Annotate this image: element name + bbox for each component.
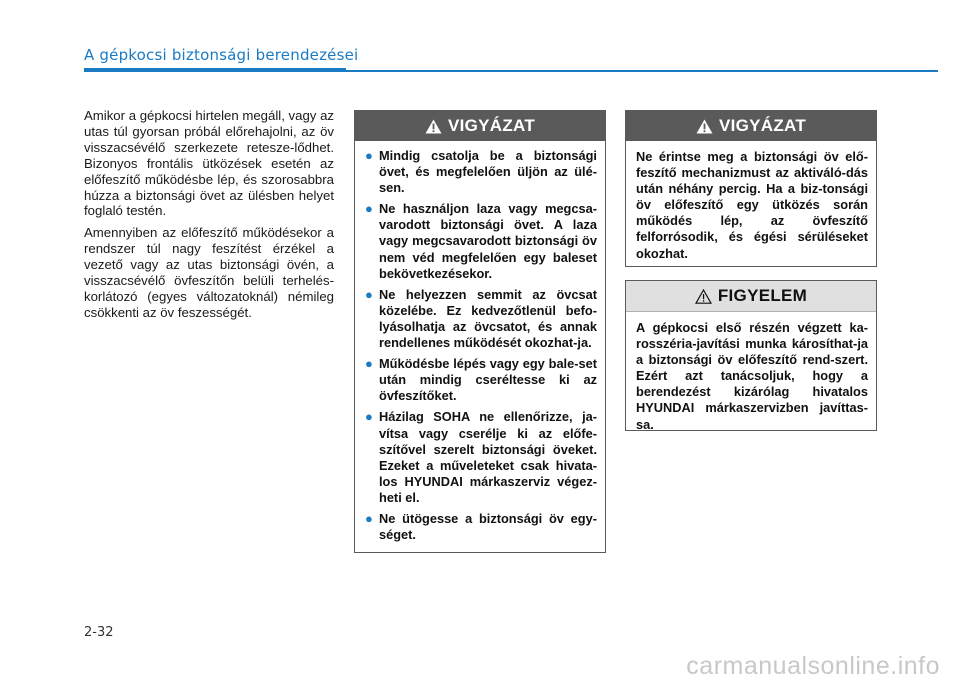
warning-item: ● Ne használjon laza vagy megcsa-varodott… [365,201,597,281]
watermark: carmanualsonline.info [686,652,940,680]
bullet-icon: ● [365,409,373,425]
warning-item: ● Házilag SOHA ne ellenőrizze, ja-vítsa v… [365,409,597,506]
notice-title: FIGYELEM [717,286,808,305]
warning-item: ● Mindig csatolja be a biztonsági övet, é… [365,148,597,196]
body-paragraph-1: Amikor a gépkocsi hirtelen megáll, vagy … [84,108,334,219]
title-rule-thin [346,70,938,72]
warning-item: ● Ne ütögesse a biztonsági öv egy-séget. [365,511,597,543]
notice-header: FIGYELEM [626,281,876,312]
warning-body-right: Ne érintse meg a biztonsági öv elő-feszí… [626,141,876,266]
warning-item-text: Ne ütögesse a biztonsági öv egy-séget. [379,510,597,543]
caution-outline-triangle-icon [694,288,712,304]
warning-item-text: Házilag SOHA ne ellenőrizze, ja-vítsa va… [379,409,597,505]
notice-text: A gépkocsi első részén végzett ka-rosszé… [636,320,868,432]
page-number: 2-32 [84,625,114,640]
warning-body-left: ● Mindig csatolja be a biztonsági övet, é… [355,141,605,552]
warning-list: ● Mindig csatolja be a biztonsági övet, é… [365,148,597,543]
bullet-icon: ● [365,286,373,302]
warning-item: ● Működésbe lépés vagy egy bale-set után … [365,356,597,404]
warning-header-right: VIGYÁZAT [626,111,876,141]
warning-header-left: VIGYÁZAT [355,111,605,141]
notice-body: A gépkocsi első részén végzett ka-rosszé… [626,312,876,437]
notice-box-right: FIGYELEM A gépkocsi első részén végzett … [625,280,877,432]
warning-item-text: Működésbe lépés vagy egy bale-set után m… [379,356,597,404]
warning-item: ● Ne helyezzen semmit az övcsat közelébe.… [365,287,597,351]
body-text: Amikor a gépkocsi hirtelen megáll, vagy … [84,108,334,327]
warning-title-right: VIGYÁZAT [718,116,807,135]
warning-item-text: Mindig csatolja be a biztonsági övet, és… [379,148,597,196]
warning-text-right: Ne érintse meg a biztonsági öv elő-feszí… [636,149,868,261]
warning-triangle-icon [425,119,442,134]
warning-title-left: VIGYÁZAT [447,116,536,135]
section-title: A gépkocsi biztonsági berendezései [84,46,359,64]
bullet-icon: ● [365,201,373,217]
warning-item-text: Ne használjon laza vagy megcsa-varodott … [379,201,597,281]
warning-box-right: VIGYÁZAT Ne érintse meg a biztonsági öv … [625,110,877,267]
warning-box-left: VIGYÁZAT ● Mindig csatolja be a biztonság… [354,110,606,553]
warning-item-text: Ne helyezzen semmit az övcsat közelébe. … [379,286,597,351]
bullet-icon: ● [365,356,373,372]
warning-triangle-icon [696,119,713,134]
bullet-icon: ● [365,148,373,163]
title-rule-thick [84,68,346,72]
bullet-icon: ● [365,510,373,526]
body-paragraph-2: Amennyiben az előfeszítő működésekor a r… [84,225,334,320]
